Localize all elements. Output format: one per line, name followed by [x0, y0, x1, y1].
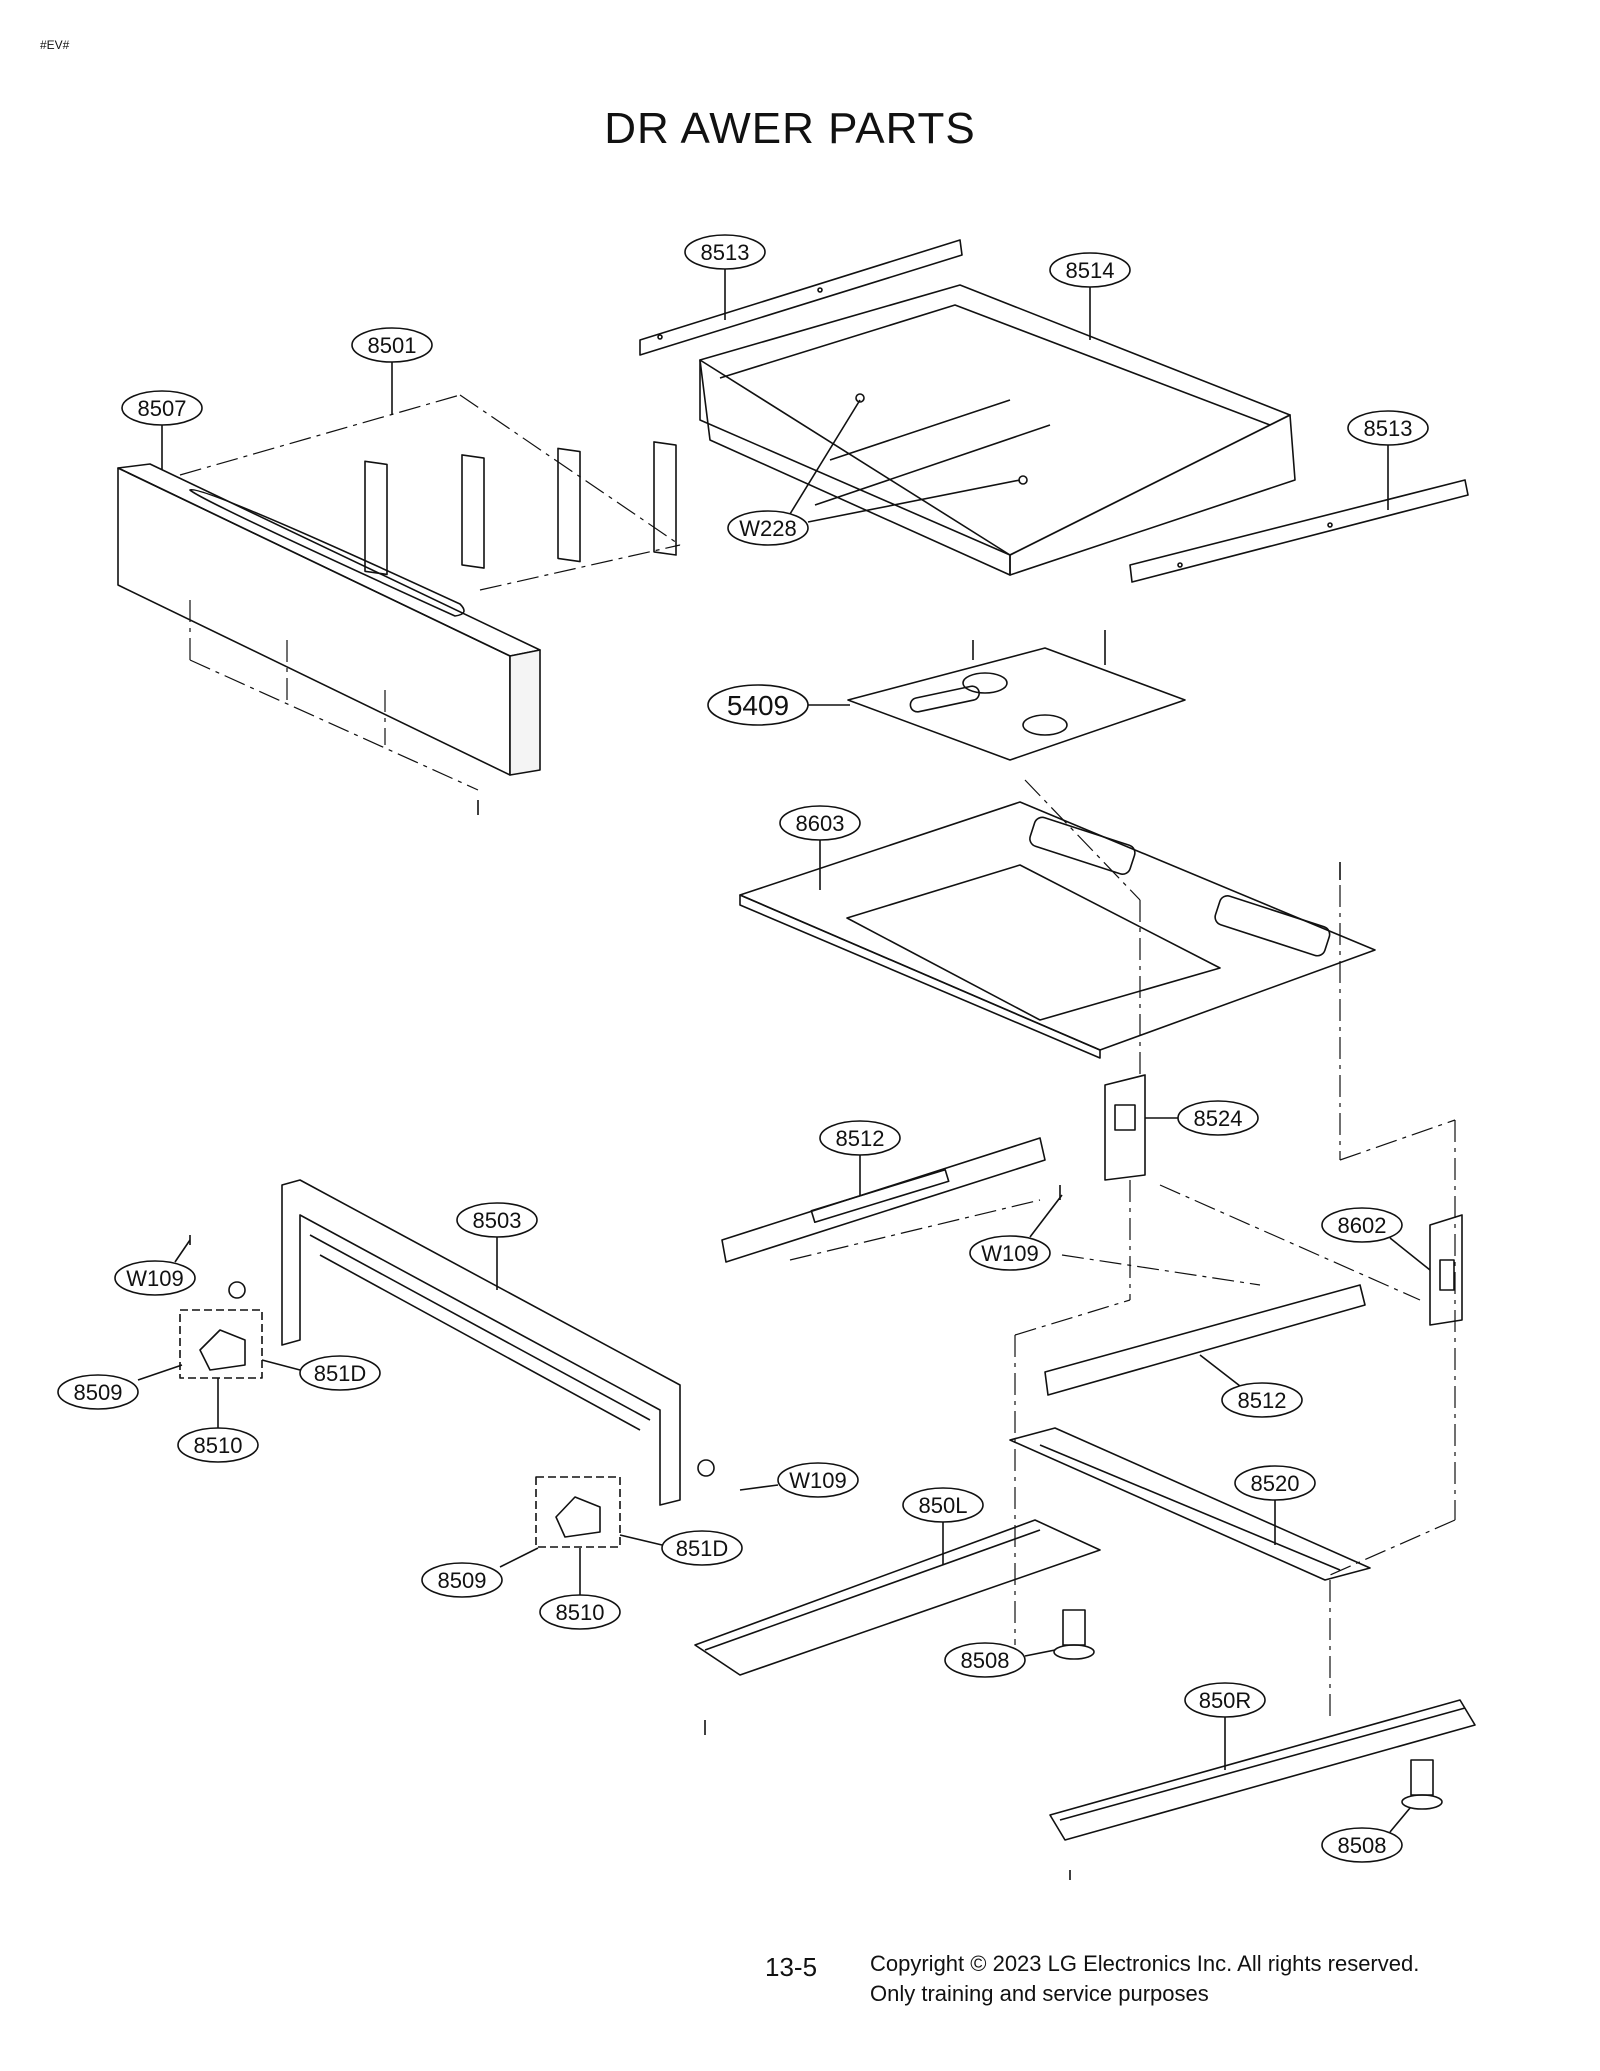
svg-text:8512: 8512	[836, 1126, 885, 1151]
side-bracket-part	[1429, 1214, 1463, 1326]
callout-8603: 8603	[779, 805, 861, 890]
callout-851D-a: 851D	[261, 1355, 381, 1391]
callout-8512-a: 8512	[819, 1120, 901, 1195]
svg-text:W109: W109	[981, 1241, 1038, 1266]
svg-text:8509: 8509	[74, 1380, 123, 1405]
svg-text:8508: 8508	[961, 1648, 1010, 1673]
front-panel-part	[117, 463, 541, 815]
copyright-notice: Copyright © 2023 LG Electronics Inc. All…	[870, 1949, 1419, 2009]
callout-W228: W228	[727, 399, 1021, 546]
callout-8524: 8524	[1145, 1100, 1259, 1136]
svg-text:8512: 8512	[1238, 1388, 1287, 1413]
svg-text:W109: W109	[126, 1266, 183, 1291]
slide-rail-upper-part	[721, 1137, 1061, 1263]
svg-text:8513: 8513	[1364, 416, 1413, 441]
drawer-rail-right-part	[1129, 479, 1469, 583]
svg-text:8524: 8524	[1194, 1106, 1243, 1131]
callout-8503: 8503	[456, 1202, 538, 1290]
rail-850L-part	[694, 1519, 1101, 1735]
cover-plate-part	[847, 630, 1186, 761]
callout-8514: 8514	[1049, 252, 1131, 340]
svg-text:8510: 8510	[556, 1600, 605, 1625]
callout-8509-a: 8509	[57, 1364, 183, 1410]
callout-8509-b: 8509	[421, 1547, 539, 1598]
callout-8501: 8501	[351, 327, 433, 415]
slide-rail-lower-part	[1044, 1284, 1366, 1396]
svg-text:8602: 8602	[1338, 1213, 1387, 1238]
callout-8513-a: 8513	[684, 234, 766, 320]
callout-8513-b: 8513	[1347, 410, 1429, 510]
assembly-guides-front	[179, 394, 681, 791]
svg-text:8509: 8509	[438, 1568, 487, 1593]
svg-text:851D: 851D	[314, 1361, 367, 1386]
callout-8508-b: 8508	[1321, 1807, 1411, 1863]
page-title: DR AWER PARTS	[604, 104, 976, 153]
svg-text:8507: 8507	[138, 396, 187, 421]
callout-8510-a: 8510	[177, 1378, 259, 1463]
rail-850R-part	[1049, 1699, 1476, 1880]
drawer-rail-top-part	[639, 239, 963, 356]
callout-8602: 8602	[1321, 1207, 1431, 1271]
callout-850R: 850R	[1184, 1682, 1266, 1770]
svg-text:8503: 8503	[473, 1208, 522, 1233]
base-frame-part	[739, 801, 1376, 1059]
bracket-8524-part	[1104, 1074, 1146, 1181]
svg-text:8501: 8501	[368, 333, 417, 358]
rail-8520-part	[1009, 1427, 1371, 1581]
svg-text:851D: 851D	[676, 1536, 729, 1561]
drawer-box-part	[699, 284, 1296, 576]
callout-8512-b: 8512	[1199, 1354, 1303, 1418]
leveler-left-part	[1053, 1609, 1095, 1660]
callout-8508-a: 8508	[944, 1642, 1056, 1678]
svg-text:8514: 8514	[1066, 258, 1115, 283]
callout-851D-b: 851D	[619, 1530, 743, 1566]
callout-W109-b: W109	[969, 1194, 1063, 1271]
svg-text:8520: 8520	[1251, 1471, 1300, 1496]
leveler-module-right	[535, 1476, 621, 1548]
callout-8510-b: 8510	[539, 1548, 621, 1630]
callout-8520: 8520	[1234, 1465, 1316, 1545]
page-number: 13-5	[765, 1952, 818, 1982]
svg-text:850R: 850R	[1199, 1688, 1252, 1713]
callout-5409: 5409	[707, 684, 850, 726]
copyright-line-1: Copyright © 2023 LG Electronics Inc. All…	[870, 1951, 1420, 1976]
assembly-guides-lower	[789, 779, 1456, 1720]
svg-text:8603: 8603	[796, 811, 845, 836]
callout-8507: 8507	[121, 390, 203, 470]
svg-text:W109: W109	[789, 1468, 846, 1493]
leveler-right-part	[1401, 1759, 1443, 1810]
brackets-part	[364, 441, 677, 576]
leveler-module-left	[179, 1309, 263, 1379]
callout-W109-c: W109	[739, 1462, 859, 1498]
svg-text:8510: 8510	[194, 1433, 243, 1458]
svg-text:5409: 5409	[727, 690, 789, 721]
svg-text:8508: 8508	[1338, 1833, 1387, 1858]
front-frame-part	[189, 1179, 715, 1506]
svg-text:8513: 8513	[701, 240, 750, 265]
callout-850L: 850L	[902, 1487, 984, 1565]
page-tag: #EV#	[40, 38, 70, 52]
copyright-line-2: Only training and service purposes	[870, 1981, 1209, 2006]
svg-text:850L: 850L	[919, 1493, 968, 1518]
callout-W109-a: W109	[114, 1239, 196, 1296]
svg-text:W228: W228	[739, 516, 796, 541]
